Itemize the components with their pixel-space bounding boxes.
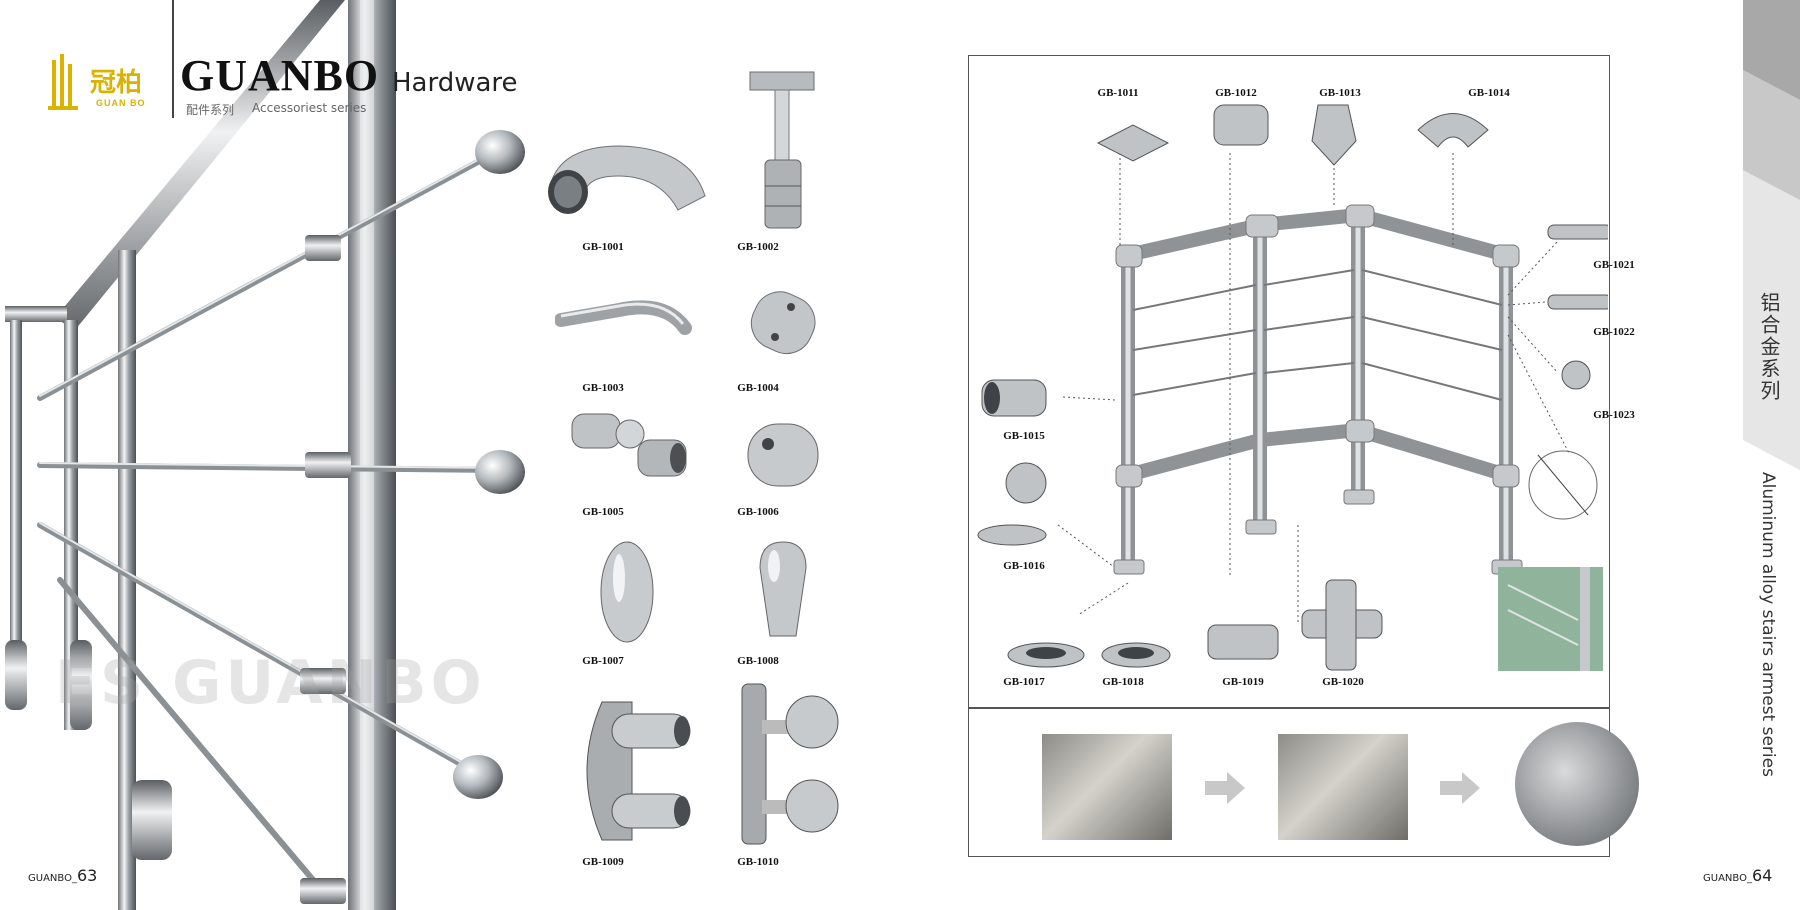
watermark: ES GUANBO bbox=[55, 648, 486, 718]
step-photo-finished-joint bbox=[1515, 722, 1639, 846]
tube-end-cap-icon bbox=[747, 423, 819, 487]
diagram-panel bbox=[968, 55, 1610, 709]
part-label: GB-1012 bbox=[1215, 87, 1257, 99]
swivel-joint-icon bbox=[571, 413, 687, 477]
part-label: GB-1014 bbox=[1468, 87, 1510, 99]
part-label: GB-1001 bbox=[582, 241, 624, 253]
double-ball-bracket-icon bbox=[741, 683, 839, 845]
double-wall-bracket-icon bbox=[586, 701, 691, 841]
side-title-en: Aluminum alloy stairs armest series bbox=[1758, 472, 1778, 777]
arrow-right-icon bbox=[1205, 772, 1245, 804]
left-page: 冠柏 GUAN BO GUANBO Hardware 配件系列 Accessor… bbox=[5, 0, 839, 910]
part-label: GB-1004 bbox=[737, 382, 779, 394]
brand-logo: 冠柏 GUAN BO bbox=[48, 52, 168, 122]
post-top-bracket-icon bbox=[749, 71, 815, 229]
logo-divider bbox=[172, 0, 174, 118]
side-tab-shape bbox=[1743, 0, 1800, 470]
part-label: GB-1016 bbox=[1003, 560, 1045, 572]
bent-tube-icon bbox=[555, 300, 692, 335]
page-number-left: GUANBO_63 bbox=[28, 866, 98, 885]
part-label: GB-1010 bbox=[737, 856, 779, 868]
part-label: GB-1017 bbox=[1003, 676, 1045, 688]
brand-name: GUANBO bbox=[180, 51, 380, 100]
arrow-right-icon bbox=[1440, 772, 1480, 804]
side-title-cn: 铝合金系列 bbox=[1757, 292, 1781, 402]
logo-en: GUAN BO bbox=[96, 98, 146, 108]
part-label: GB-1015 bbox=[1003, 430, 1045, 442]
part-label: GB-1008 bbox=[737, 655, 779, 667]
tapered-end-cap-icon bbox=[759, 541, 807, 637]
part-label: GB-1007 bbox=[582, 655, 624, 667]
railing-photo bbox=[5, 0, 525, 910]
part-label: GB-1018 bbox=[1102, 676, 1144, 688]
logo-mark-icon bbox=[48, 54, 78, 110]
part-label: GB-1005 bbox=[582, 506, 624, 518]
step-photo-glue bbox=[1042, 734, 1172, 840]
part-label: GB-1013 bbox=[1319, 87, 1361, 99]
part-label: GB-1019 bbox=[1222, 676, 1264, 688]
barrel-bead-icon bbox=[600, 541, 654, 643]
elbow-fitting-icon bbox=[548, 145, 706, 214]
part-label: GB-1021 bbox=[1593, 259, 1635, 271]
part-label: GB-1009 bbox=[582, 856, 624, 868]
page-number-right: GUANBO_64 bbox=[1703, 866, 1773, 885]
subtitle-cn: 配件系列 bbox=[186, 103, 235, 117]
step-photo-fit bbox=[1278, 734, 1408, 840]
part-label: GB-1020 bbox=[1322, 676, 1364, 688]
part-label: GB-1011 bbox=[1097, 87, 1139, 99]
logo-cn: 冠柏 bbox=[90, 68, 143, 98]
part-label: GB-1002 bbox=[737, 241, 779, 253]
railing-assembly-diagram bbox=[977, 104, 1608, 671]
part-label: GB-1023 bbox=[1593, 409, 1635, 421]
part-label: GB-1006 bbox=[737, 506, 779, 518]
part-label: GB-1022 bbox=[1593, 326, 1635, 338]
right-page: GB-1011 GB-1012 GB-1013 GB-1014 GB-1015 … bbox=[900, 0, 1800, 910]
subtitle-en: Accessoriest series bbox=[252, 101, 367, 115]
cross-connector-icon bbox=[750, 291, 816, 355]
part-label: GB-1003 bbox=[582, 382, 624, 394]
brand-hardware: Hardware bbox=[392, 68, 518, 98]
